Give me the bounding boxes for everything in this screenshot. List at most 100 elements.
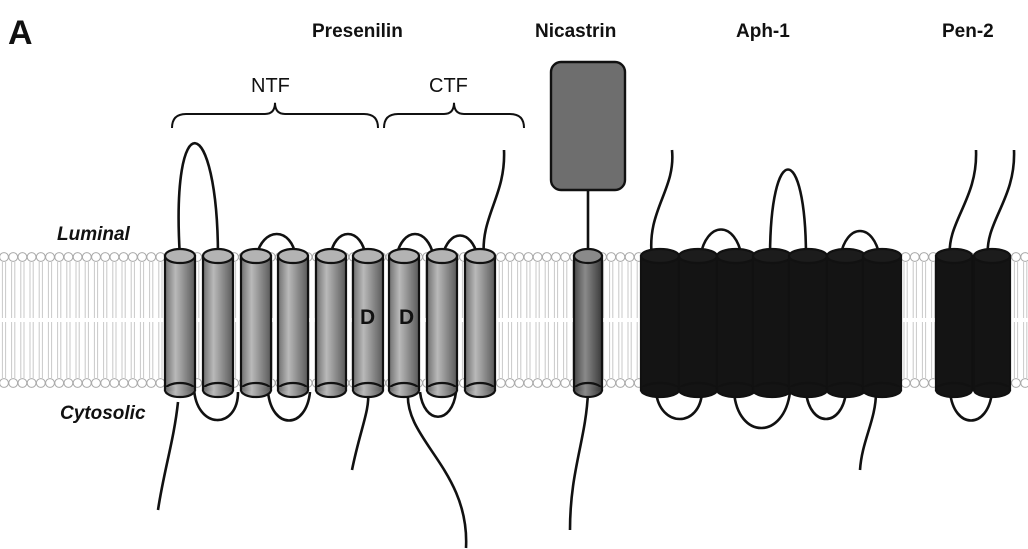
lipid-head (46, 379, 55, 388)
lipid-head (64, 253, 73, 262)
lipid-head (0, 253, 8, 262)
aspartate-label-ntf: D (360, 306, 375, 330)
presenilin-helix-2 (203, 249, 233, 397)
lipid-head (18, 379, 27, 388)
presenilin-helix-8-body (427, 256, 457, 390)
presenilin-helix-1-body (165, 256, 195, 390)
aph1-helix-7 (863, 249, 901, 397)
presenilin-cyto-loop-3 (352, 392, 368, 470)
aph1-helix-5 (789, 249, 827, 397)
ntf-brace (172, 103, 378, 128)
luminal-label: Luminal (57, 224, 130, 246)
lipid-head (542, 253, 551, 262)
aph1-helix-1-cap (641, 249, 679, 263)
lipid-head (524, 253, 533, 262)
pen2-helix-2-cap (974, 249, 1010, 263)
aph1-helix-7-body (863, 256, 901, 390)
lipid-head (552, 253, 561, 262)
pen2-helix-1-cap (936, 249, 972, 263)
fragment-label-ntf: NTF (251, 75, 290, 98)
lipid-head (138, 379, 147, 388)
lipid-head (920, 379, 929, 388)
aph1-helix-2-join (680, 387, 716, 391)
presenilin-helix-6-cap (353, 249, 383, 263)
lipid-head (496, 253, 505, 262)
pen2-helix-1-join (937, 387, 971, 391)
presenilin-helix-4-cap (278, 249, 308, 263)
aph1-n-terminus (651, 150, 672, 258)
presenilin-helix-5-cap (316, 249, 346, 263)
lipid-head (27, 253, 36, 262)
lipid-head (515, 253, 524, 262)
nicastrin-helix (574, 249, 602, 397)
lipid-head (506, 379, 515, 388)
presenilin-helix-8-join (428, 387, 456, 391)
lipid-head (496, 379, 505, 388)
lipid-head (533, 379, 542, 388)
presenilin-ctf-cyto-tail (408, 392, 466, 548)
aph1-helix-4-cap (753, 249, 791, 263)
cytosolic-label: Cytosolic (60, 403, 146, 425)
pen2-helix-1-body (936, 256, 972, 390)
aspartate-label-ctf: D (399, 306, 414, 330)
presenilin-helix-7-cap (389, 249, 419, 263)
lipid-head (64, 379, 73, 388)
presenilin-helix-4-body (278, 256, 308, 390)
presenilin-helix-2-join (204, 387, 232, 391)
aph1-helix-6 (827, 249, 865, 397)
protein-label-presenilin: Presenilin (312, 21, 403, 43)
lipid-head (101, 379, 110, 388)
aph1-helix-7-join (864, 387, 900, 391)
lipid-head (101, 253, 110, 262)
nicastrin-helix-cap (574, 249, 602, 263)
lipid-head (128, 253, 137, 262)
lipid-head (147, 379, 156, 388)
aph1-helix-5-body (789, 256, 827, 390)
presenilin-c-terminus (484, 150, 505, 258)
ctf-brace (384, 103, 524, 128)
aph1-helix-2-body (679, 256, 717, 390)
lipid-head (542, 379, 551, 388)
lipid-head (524, 379, 533, 388)
lipid-head (901, 253, 910, 262)
lipid-head (506, 253, 515, 262)
aph1-helix-2 (679, 249, 717, 397)
aph1-helix-6-join (828, 387, 864, 391)
lipid-head (36, 253, 45, 262)
aph1-helix-6-cap (827, 249, 865, 263)
lipid-head (110, 253, 119, 262)
lipid-head (515, 379, 524, 388)
lipid-head (73, 379, 82, 388)
lipid-head (1021, 379, 1028, 388)
lipid-head (55, 379, 64, 388)
fragment-label-ctf: CTF (429, 75, 468, 98)
presenilin-helix-1-join (166, 387, 194, 391)
lipid-head (552, 379, 561, 388)
presenilin-helix-9 (465, 249, 495, 397)
nicastrin-helix-join (575, 387, 601, 391)
lipid-head (920, 253, 929, 262)
nicastrin-helix-body (574, 256, 602, 390)
presenilin-helix-2-cap (203, 249, 233, 263)
lipid-head (119, 253, 128, 262)
lipid-head (1021, 253, 1028, 262)
aph1-c-terminus (860, 392, 876, 470)
lipid-head (910, 379, 919, 388)
lipid-head (9, 379, 18, 388)
aph1-helix-1 (641, 249, 679, 397)
protein-label-aph-1: Aph-1 (736, 21, 790, 43)
aph1-helix-3-cap (717, 249, 755, 263)
nicastrin-ectodomain (551, 62, 625, 190)
pen2-helix-2-body (974, 256, 1010, 390)
lipid-head (73, 253, 82, 262)
aph1-helix-3 (717, 249, 755, 397)
aph1-helix-2-cap (679, 249, 717, 263)
lipid-head (156, 379, 165, 388)
lipid-head (9, 253, 18, 262)
presenilin-helix-6-join (354, 387, 382, 391)
lipid-head (616, 253, 625, 262)
lipid-head (92, 253, 101, 262)
lipid-head (561, 379, 570, 388)
lipid-head (18, 253, 27, 262)
protein-label-nicastrin: Nicastrin (535, 21, 616, 43)
